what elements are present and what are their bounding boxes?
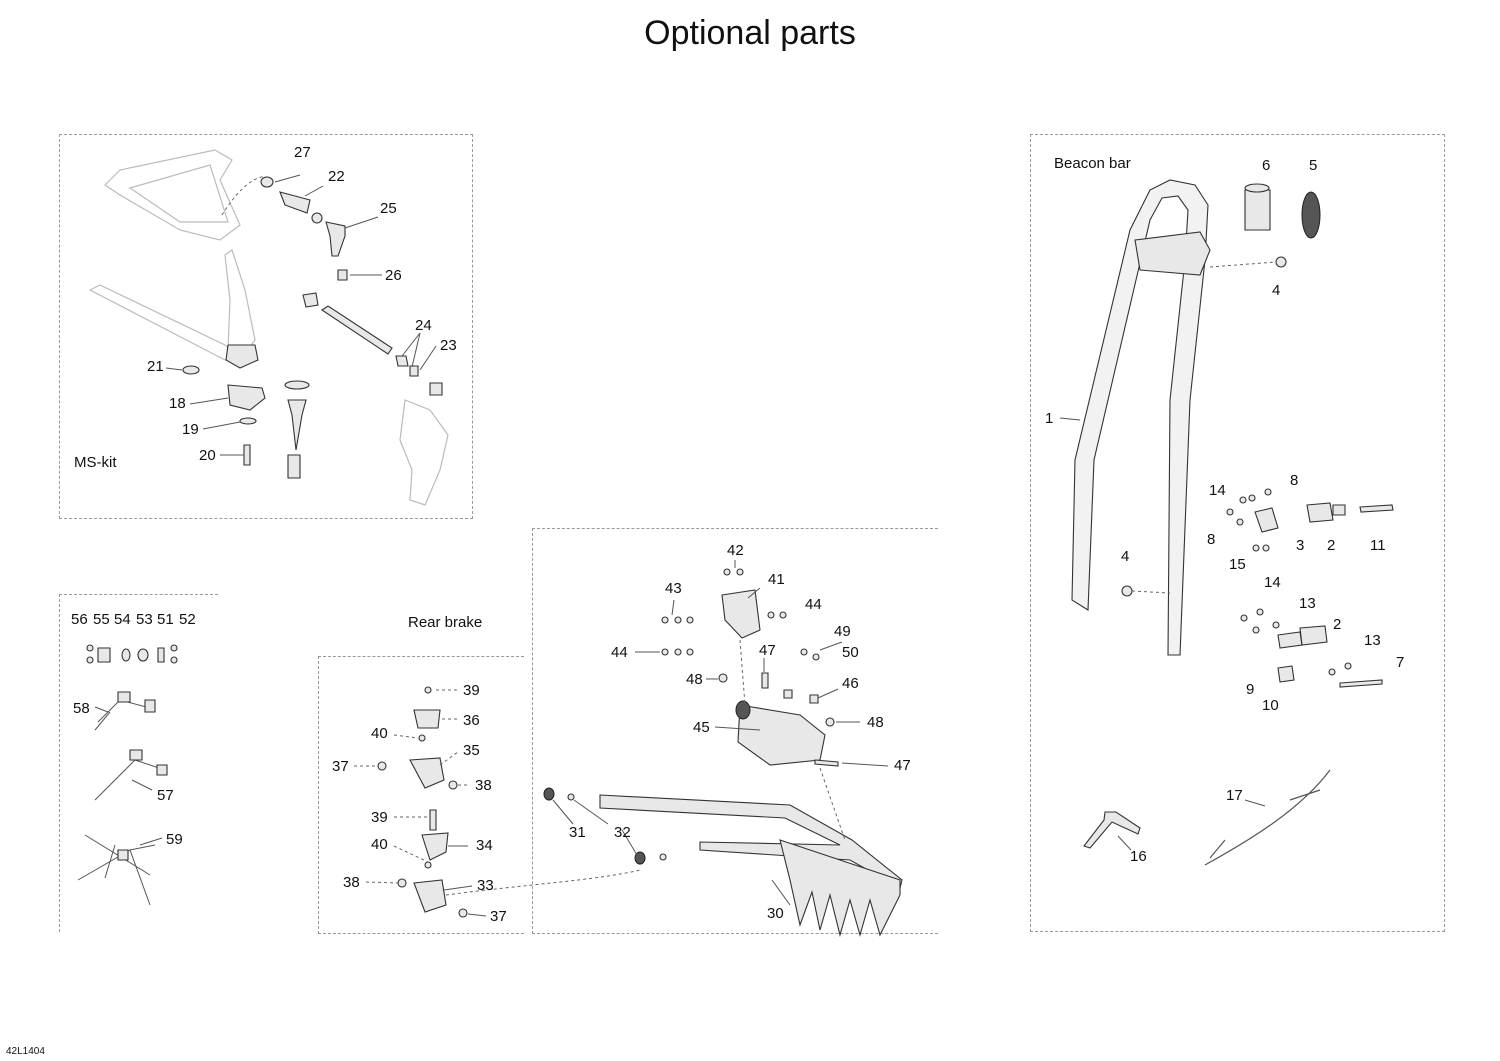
callout-39-bottom: 39: [371, 809, 388, 826]
callout-2-top: 2: [1327, 537, 1336, 554]
drawing-code: 42L1404: [6, 1046, 45, 1057]
callout-7: 7: [1396, 654, 1405, 671]
brake-assembly-drawing: [543, 560, 903, 938]
callout-32: 32: [614, 824, 631, 841]
callout-55: 55: [93, 611, 110, 628]
callout-43: 43: [665, 580, 682, 597]
callout-58: 58: [73, 700, 90, 717]
callout-38-bottom: 38: [343, 874, 360, 891]
callout-26: 26: [385, 267, 402, 284]
ms-kit-panel: [59, 134, 473, 519]
callout-37-top: 37: [332, 758, 349, 775]
beacon-bar-drawing: [1059, 179, 1394, 866]
callout-15: 15: [1229, 556, 1246, 573]
wiring-panel: [59, 594, 218, 932]
callout-3: 3: [1296, 537, 1305, 554]
callout-34: 34: [476, 837, 493, 854]
callout-47-bottom: 47: [894, 757, 911, 774]
rear-brake-panel: [318, 656, 524, 934]
section-label-rear-brake: Rear brake: [408, 614, 483, 631]
callout-44-left: 44: [611, 644, 628, 661]
callout-24: 24: [415, 317, 432, 334]
callout-56: 56: [71, 611, 88, 628]
callout-51: 51: [157, 611, 174, 628]
callout-10: 10: [1262, 697, 1279, 714]
callout-59: 59: [166, 831, 183, 848]
callout-30: 30: [767, 905, 784, 922]
callout-27: 27: [294, 144, 311, 161]
callout-53: 53: [136, 611, 153, 628]
callout-46: 46: [842, 675, 859, 692]
callout-19: 19: [182, 421, 199, 438]
callout-4-top: 4: [1272, 282, 1281, 299]
callout-25: 25: [380, 200, 397, 217]
callout-40-top: 40: [371, 725, 388, 742]
callout-6: 6: [1262, 157, 1271, 174]
callout-39-top: 39: [463, 682, 480, 699]
page-title: Optional parts: [644, 14, 856, 52]
callout-16: 16: [1130, 848, 1147, 865]
callout-11: 11: [1370, 537, 1386, 554]
callout-9: 9: [1246, 681, 1255, 698]
callout-14-bottom: 14: [1264, 574, 1281, 591]
callout-36: 36: [463, 712, 480, 729]
callout-8-mid: 8: [1207, 531, 1216, 548]
rear-brake-drawing: [354, 686, 641, 918]
section-label-beacon-bar: Beacon bar: [1054, 155, 1131, 172]
brake-assembly-panel: [532, 528, 938, 934]
callout-57: 57: [157, 787, 174, 804]
callout-5: 5: [1309, 157, 1318, 174]
callout-22: 22: [328, 168, 345, 185]
callout-4-bottom: 4: [1121, 548, 1130, 565]
callout-42: 42: [727, 542, 744, 559]
callout-49: 49: [834, 623, 851, 640]
callout-47-top: 47: [759, 642, 776, 659]
callout-48-bottom: 48: [867, 714, 884, 731]
beacon-bar-panel: [1030, 134, 1445, 932]
callout-52: 52: [179, 611, 196, 628]
callout-33: 33: [477, 877, 494, 894]
callout-40-bottom: 40: [371, 836, 388, 853]
callout-20: 20: [199, 447, 216, 464]
callout-37-bottom: 37: [490, 908, 507, 925]
callout-18: 18: [169, 395, 186, 412]
section-label-ms-kit: MS-kit: [74, 454, 117, 471]
callout-21: 21: [147, 358, 164, 375]
callout-44-right: 44: [805, 596, 822, 613]
callout-38-top: 38: [475, 777, 492, 794]
callout-45: 45: [693, 719, 710, 736]
callout-13-bottom: 13: [1364, 632, 1381, 649]
callout-54: 54: [114, 611, 131, 628]
callout-17: 17: [1226, 787, 1243, 804]
callout-23: 23: [440, 337, 457, 354]
callout-13-top: 13: [1299, 595, 1316, 612]
harness-drawing: [77, 644, 178, 906]
callout-35: 35: [463, 742, 480, 759]
callout-48-top: 48: [686, 671, 703, 688]
callout-1: 1: [1045, 410, 1054, 427]
callout-41: 41: [768, 571, 785, 588]
callout-2-bottom: 2: [1333, 616, 1342, 633]
ms-kit-drawing: [88, 149, 449, 506]
callout-50: 50: [842, 644, 859, 661]
callout-14-top: 14: [1209, 482, 1226, 499]
callout-8-top: 8: [1290, 472, 1299, 489]
callout-31: 31: [569, 824, 586, 841]
